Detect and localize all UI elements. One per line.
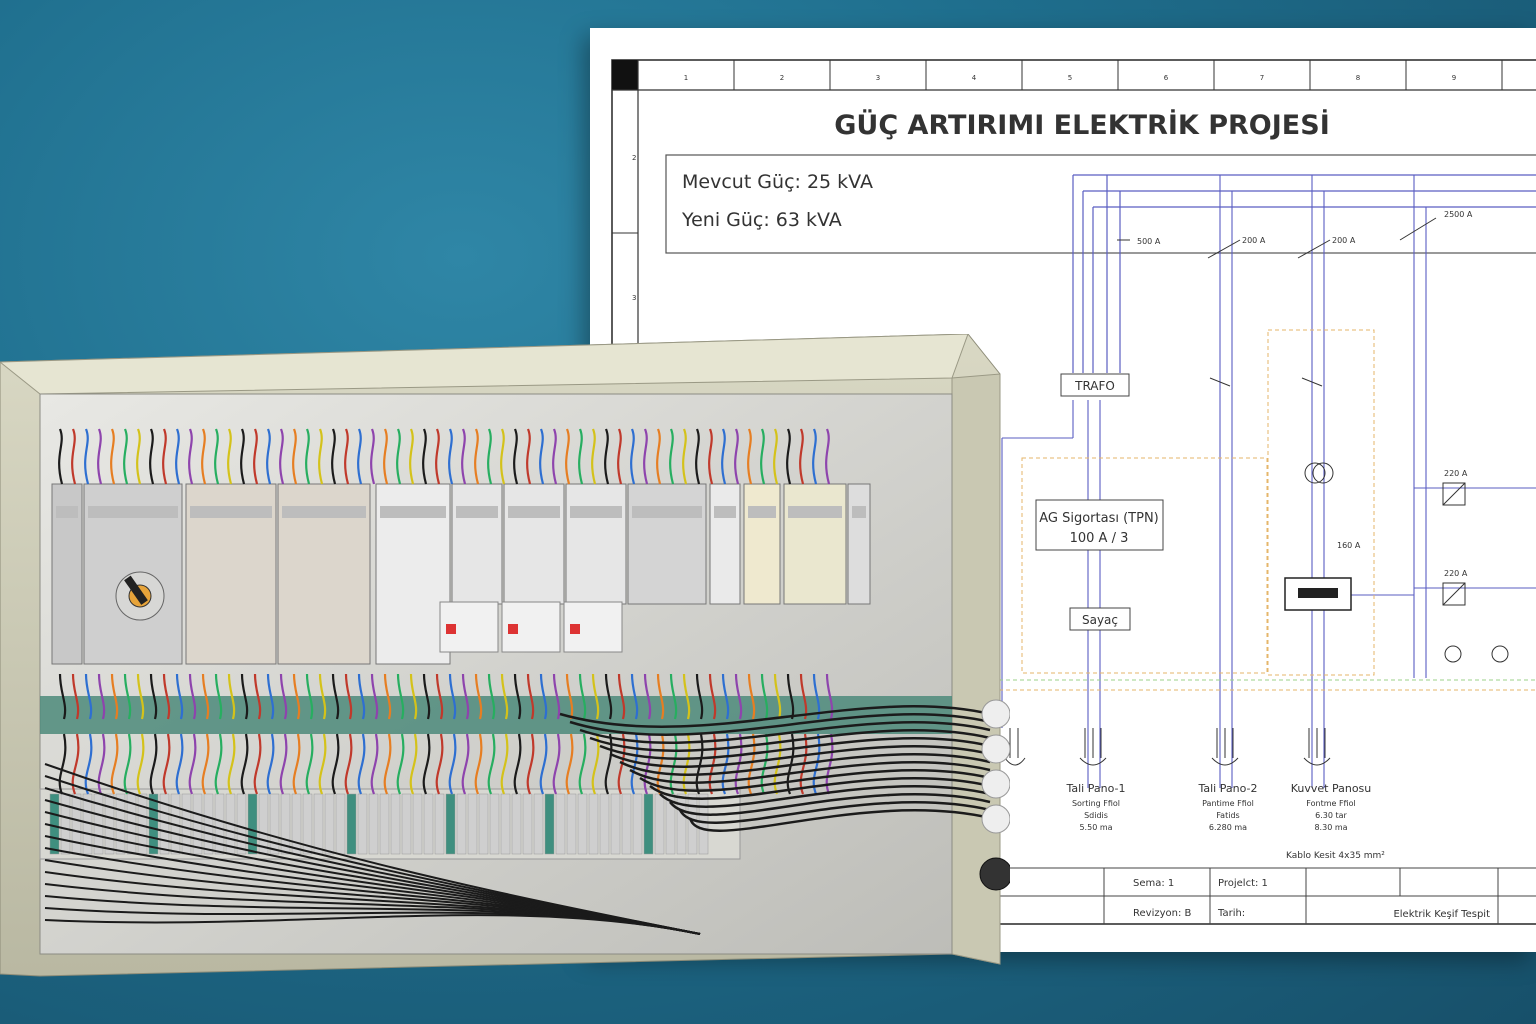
frame-corner-mark (612, 60, 638, 90)
feeder-detail: Fatids (1216, 811, 1239, 820)
panel-illustration (0, 334, 1010, 977)
column-number: 5 (1068, 74, 1072, 82)
title-block-sema: Sema: 1 (1133, 878, 1174, 889)
din-module (847, 483, 871, 605)
fuse-group-box (1021, 457, 1268, 674)
feeder-labels: Tali Pano-1 Sorting Ffiol Sdidis 5.50 ma… (1065, 782, 1371, 832)
title-block-project: Projelct: 1 (1218, 878, 1268, 889)
trafo-label: TRAFO (1074, 379, 1115, 393)
current-rating: 200 A (1332, 236, 1356, 245)
column-grid: 1 2 3 4 5 6 7 8 9 (684, 60, 1503, 90)
din-components (51, 483, 871, 665)
column-number: 9 (1452, 74, 1456, 82)
fuse-rating: 100 A / 3 (1070, 531, 1129, 546)
feeder-name: Tali Pano-1 (1065, 782, 1125, 795)
meter-box (1069, 607, 1131, 631)
feeder-detail: Fontme Ffiol (1306, 799, 1355, 808)
din-module (565, 483, 627, 605)
meter-label: Sayaç (1082, 613, 1118, 627)
existing-power: Mevcut Güç: 25 kVA (682, 171, 873, 193)
din-module (709, 483, 741, 605)
schematic-drawing: 1 2 3 4 5 6 7 8 9 2 3 GÜÇ ARTIRIMI ELEKTRİK PROJ… (611, 59, 1536, 925)
sheet-title: GÜÇ ARTIRIMI ELEKTRİK PROJESİ (834, 108, 1330, 141)
feeder-detail: 8.30 ma (1314, 823, 1347, 832)
din-module (627, 483, 707, 605)
column-number: 1 (684, 74, 688, 82)
din-module (743, 483, 781, 605)
fuse-label: AG Sigortası (TPN) (1039, 511, 1159, 526)
electrical-panel-enclosure (0, 334, 1010, 994)
title-block-date: Tarih: (1217, 908, 1245, 919)
current-rating: 160 A (1337, 541, 1361, 550)
column-number: 4 (972, 74, 977, 82)
feeder-detail: 6.30 tar (1315, 811, 1347, 820)
power-info-box (665, 154, 1536, 254)
wiring (44, 428, 991, 935)
outgoing-terminals (1004, 728, 1331, 766)
din-module (783, 483, 847, 605)
column-number: 6 (1164, 74, 1169, 82)
current-rating: 2500 A (1444, 210, 1473, 219)
feeder-detail: Sorting Ffiol (1072, 799, 1120, 808)
feeder-name: Kuvvet Panosu (1291, 782, 1372, 795)
column-number: 7 (1260, 74, 1264, 82)
transformer-symbol (1304, 462, 1326, 484)
current-rating: 500 A (1137, 237, 1161, 246)
meter-group-box (1267, 329, 1375, 676)
motor-symbol (1444, 645, 1462, 663)
fuse-box (1035, 499, 1164, 551)
feeder-lines (1001, 175, 1536, 788)
relay-symbol (1442, 482, 1466, 506)
feeder-detail: Sdidis (1084, 811, 1108, 820)
feeder-detail: 6.280 ma (1209, 823, 1247, 832)
current-rating: 200 A (1242, 236, 1266, 245)
trafo-box (1060, 373, 1130, 397)
din-module (503, 483, 565, 605)
motor-symbol (1491, 645, 1509, 663)
row-marker: 3 (632, 294, 636, 302)
feeder-detail: Pantime Ffiol (1202, 799, 1254, 808)
cable-section-note: Kablo Kesit 4x35 mm² (1286, 851, 1385, 861)
din-module (451, 483, 503, 605)
current-rating: 220 A (1444, 569, 1468, 578)
column-number: 3 (876, 74, 880, 82)
title-block-company: Elektrik Keşif Tespit (1393, 909, 1490, 920)
switch-symbols (1117, 217, 1437, 387)
new-power: Yeni Güç: 63 kVA (681, 209, 842, 231)
feeder-name: Tali Pano-2 (1197, 782, 1257, 795)
row-marker: 2 (632, 154, 636, 162)
current-rating: 220 A (1444, 469, 1468, 478)
relay-symbol (1442, 582, 1466, 606)
feeder-detail: 5.50 ma (1079, 823, 1112, 832)
cable-trunking (40, 696, 952, 734)
busbars (1072, 174, 1536, 373)
column-number: 2 (780, 74, 784, 82)
cable-glands (979, 699, 1010, 891)
title-block-revision: Revizyon: B (1133, 908, 1192, 919)
column-number: 8 (1356, 74, 1360, 82)
